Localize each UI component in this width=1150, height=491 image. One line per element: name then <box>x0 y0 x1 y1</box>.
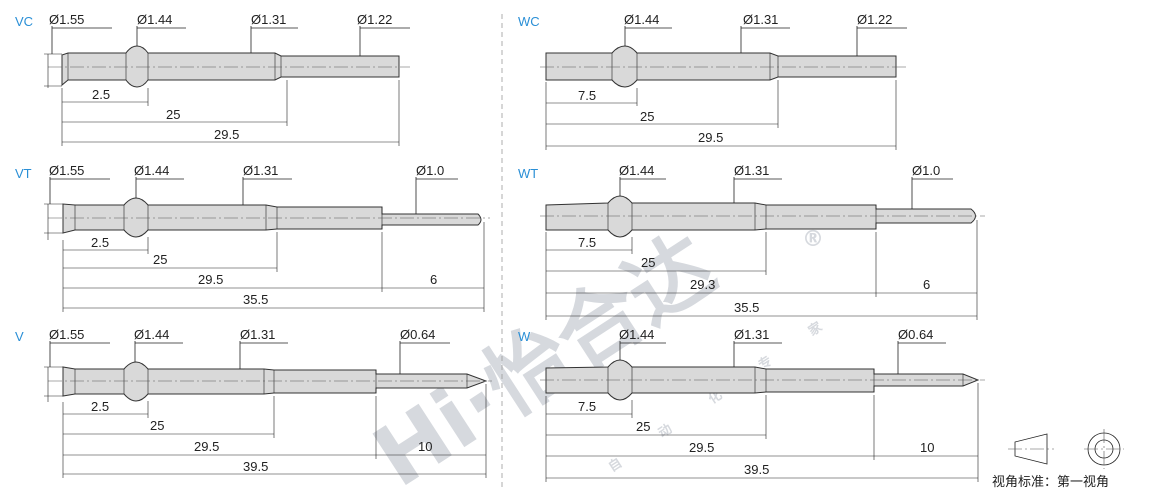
panel-label: WC <box>518 14 540 29</box>
length-label: 6 <box>430 272 437 287</box>
length-label: 7.5 <box>578 235 596 250</box>
pin-body <box>545 45 897 88</box>
concentric-circles-icon <box>1084 429 1124 469</box>
length-label: 29.5 <box>214 127 239 142</box>
diameter-label: Ø1.44 <box>619 327 654 342</box>
length-label: 6 <box>923 277 930 292</box>
pin-body <box>62 361 488 402</box>
pin-body <box>545 195 976 238</box>
diameter-label: Ø1.44 <box>134 163 169 178</box>
watermark-registered: ® <box>802 227 824 252</box>
panel-v: V Ø1.55 Ø1.44 Ø1.31 Ø0.64 2.5 <box>15 327 492 478</box>
length-label: 35.5 <box>243 292 268 307</box>
diameter-label: Ø1.31 <box>734 327 769 342</box>
length-label: 7.5 <box>578 88 596 103</box>
diameter-label: Ø1.31 <box>243 163 278 178</box>
pin-body <box>61 45 400 88</box>
diameter-label: Ø1.22 <box>357 12 392 27</box>
panel-w: W Ø1.44 Ø1.31 Ø0.64 7.5 25 29.5 10 39.5 <box>518 327 985 482</box>
length-label: 2.5 <box>92 87 110 102</box>
diameter-label: Ø1.31 <box>240 327 275 342</box>
panel-wt: WT Ø1.44 Ø1.31 Ø1.0 7.5 25 29.3 6 35.5 <box>518 163 985 320</box>
panel-label: VC <box>15 14 33 29</box>
panel-label: W <box>518 329 531 344</box>
length-label: 39.5 <box>744 462 769 477</box>
length-label: 29.5 <box>198 272 223 287</box>
diameter-label: Ø1.22 <box>857 12 892 27</box>
length-label: 10 <box>418 439 432 454</box>
diameter-label: Ø0.64 <box>898 327 933 342</box>
panel-label: V <box>15 329 24 344</box>
length-label: 29.3 <box>690 277 715 292</box>
panel-wc: WC Ø1.44 Ø1.31 Ø1.22 7.5 25 29.5 <box>518 12 907 150</box>
diameter-label: Ø1.44 <box>619 163 654 178</box>
watermark-char-2: 动 <box>656 422 675 442</box>
length-label: 29.5 <box>698 130 723 145</box>
diameter-label: Ø1.31 <box>734 163 769 178</box>
diameter-label: Ø1.44 <box>624 12 659 27</box>
diameter-label: Ø1.44 <box>137 12 172 27</box>
watermark-char-5: 家 <box>805 318 825 339</box>
diameter-label: Ø0.64 <box>400 327 435 342</box>
length-label: 25 <box>636 419 650 434</box>
length-label: 2.5 <box>91 399 109 414</box>
length-label: 29.5 <box>689 440 714 455</box>
pin-body <box>62 197 482 238</box>
diameter-label: Ø1.55 <box>49 163 84 178</box>
length-label: 7.5 <box>578 399 596 414</box>
panel-vc: VC Ø1.55 Ø1.44 Ø1.31 Ø1.22 2.5 <box>15 12 410 146</box>
truncated-cone-icon <box>1014 433 1048 465</box>
watermark-logo: Hi·怡合达 <box>357 215 732 491</box>
length-label: 25 <box>166 107 180 122</box>
length-label: 29.5 <box>194 439 219 454</box>
length-label: 25 <box>641 255 655 270</box>
projection-symbol: 视角标准：第一视角 <box>992 429 1124 490</box>
diameter-label: Ø1.0 <box>416 163 444 178</box>
diameter-label: Ø1.31 <box>743 12 778 27</box>
panel-label: VT <box>15 166 32 181</box>
length-label: 39.5 <box>243 459 268 474</box>
length-label: 10 <box>920 440 934 455</box>
panel-label: WT <box>518 166 538 181</box>
diameter-label: Ø1.55 <box>49 327 84 342</box>
diameter-label: Ø1.55 <box>49 12 84 27</box>
length-label: 25 <box>153 252 167 267</box>
length-label: 2.5 <box>91 235 109 250</box>
diameter-label: Ø1.44 <box>134 327 169 342</box>
projection-label: 视角标准：第一视角 <box>992 475 1109 490</box>
diameter-label: Ø1.31 <box>251 12 286 27</box>
watermark-char-1: 自 <box>605 455 625 476</box>
length-label: 35.5 <box>734 300 759 315</box>
panel-vt: VT Ø1.55 Ø1.44 Ø1.31 Ø1.0 2.5 2 <box>15 163 490 312</box>
length-label: 25 <box>640 109 654 124</box>
diameter-label: Ø1.0 <box>912 163 940 178</box>
length-label: 25 <box>150 418 164 433</box>
